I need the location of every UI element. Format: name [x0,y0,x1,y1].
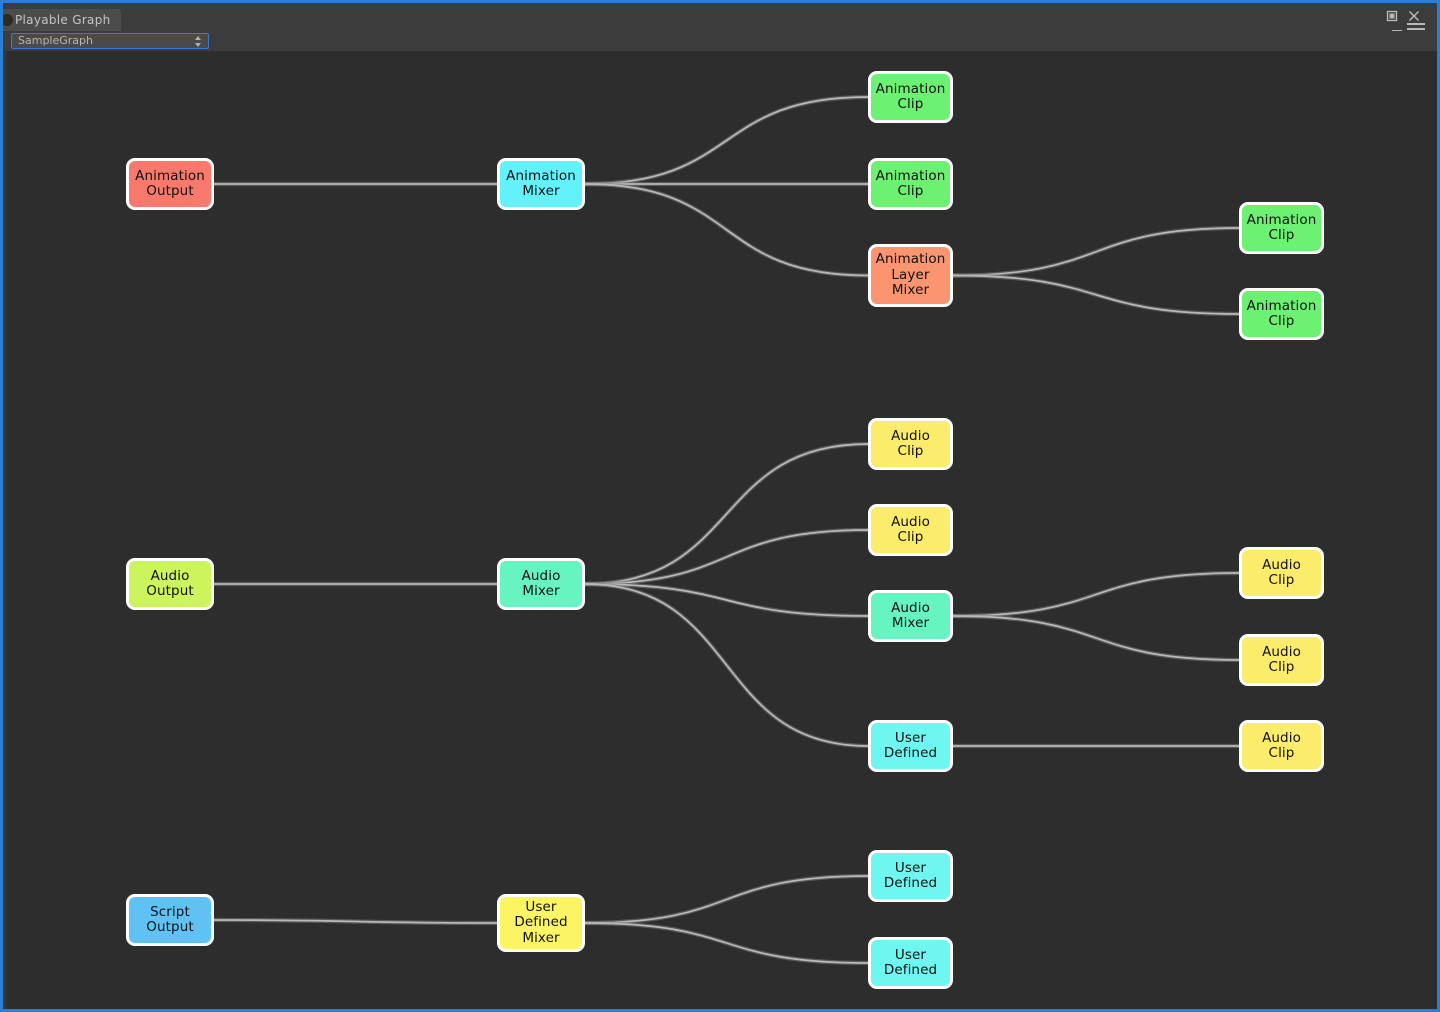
graph-node-anim-clip-3[interactable]: Animation Clip [1239,202,1324,254]
graph-node-anim-clip-4[interactable]: Animation Clip [1239,288,1324,340]
graph-node-label: User Defined Mixer [514,898,568,946]
graph-toolbar: SampleGraph [3,31,1437,51]
graph-edge-script-output-to-ud-mixer [213,919,498,924]
graph-edge-audio-mixer-1-to-audio-clip-2 [584,529,869,585]
graph-node-label: Animation Clip [1246,211,1317,243]
graph-edge-audio-mixer-1-to-audio-clip-1 [584,443,869,585]
graph-node-audio-mixer-2[interactable]: Audio Mixer [868,590,953,642]
graph-node-audio-clip-4[interactable]: Audio Clip [1239,634,1324,686]
graph-node-label: User Defined [883,946,938,978]
graph-node-label: Audio Mixer [891,599,930,631]
graph-node-label: User Defined [883,729,938,761]
chevron-updown-icon [194,36,202,47]
tab-playable-graph[interactable]: Playable Graph [3,9,121,31]
graph-node-anim-layer-mixer[interactable]: Animation Layer Mixer [868,244,953,307]
graph-edge-audio-mixer-1-to-user-defined-1 [584,583,869,747]
graph-edge-anim-layer-mixer-to-anim-clip-3 [952,227,1240,277]
graph-selector-value: SampleGraph [18,34,93,47]
graph-node-label: Audio Clip [891,427,930,459]
graph-node-label: Audio Clip [1262,729,1301,761]
graph-node-label: Animation Layer Mixer [875,251,946,299]
graph-edge-audio-mixer-1-to-audio-mixer-2 [584,583,869,617]
graph-node-anim-clip-1[interactable]: Animation Clip [868,71,953,123]
graph-node-anim-output[interactable]: Animation Output [126,158,214,210]
graph-node-label: Audio Mixer [521,567,561,599]
graph-node-user-defined-2[interactable]: User Defined [868,850,953,902]
graph-node-script-output[interactable]: Script Output [126,894,214,946]
graph-node-user-defined-1[interactable]: User Defined [868,720,953,772]
graph-edge-anim-mixer-to-anim-clip-1 [584,96,869,185]
graph-node-label: Audio Clip [1262,556,1301,588]
graph-node-label: Animation Output [135,167,205,199]
tab-label: Playable Graph [15,13,111,27]
graph-node-audio-clip-5[interactable]: Audio Clip [1239,720,1324,772]
graph-node-label: Animation Clip [875,167,946,199]
graph-edges [213,94,1240,966]
graph-node-audio-clip-3[interactable]: Audio Clip [1239,547,1324,599]
maximize-icon[interactable] [1385,8,1399,22]
playable-graph-icon [3,14,13,26]
graph-node-label: Audio Clip [891,513,930,545]
graph-node-anim-mixer[interactable]: Animation Mixer [497,158,585,210]
window-titlebar: Playable Graph [3,3,1437,38]
graph-node-label: Script Output [146,903,194,935]
graph-node-audio-clip-1[interactable]: Audio Clip [868,418,953,470]
graph-node-label: Animation Mixer [506,167,576,199]
graph-node-label: Audio Output [146,567,194,599]
graph-edge-audio-mixer-2-to-audio-clip-3 [952,572,1240,617]
graph-selector-dropdown[interactable]: SampleGraph [11,33,209,49]
graph-node-label: Animation Clip [1246,297,1317,329]
graph-node-audio-clip-2[interactable]: Audio Clip [868,504,953,556]
graph-edge-ud-mixer-to-user-defined-3 [584,922,869,964]
graph-node-label: Animation Clip [875,80,946,112]
window-controls [1385,6,1431,28]
graph-node-ud-mixer[interactable]: User Defined Mixer [497,894,585,952]
graph-node-label: Audio Clip [1262,643,1301,675]
graph-edge-anim-mixer-to-anim-layer-mixer [584,183,869,277]
graph-node-anim-clip-2[interactable]: Animation Clip [868,158,953,210]
graph-node-user-defined-3[interactable]: User Defined [868,937,953,989]
close-icon[interactable] [1407,8,1421,22]
graph-edge-anim-layer-mixer-to-anim-clip-4 [952,274,1240,315]
graph-edge-ud-mixer-to-user-defined-2 [584,875,869,924]
graph-node-audio-mixer-1[interactable]: Audio Mixer [497,558,585,610]
graph-node-audio-output[interactable]: Audio Output [126,558,214,610]
graph-edge-audio-mixer-2-to-audio-clip-4 [952,615,1240,661]
graph-node-label: User Defined [883,859,938,891]
